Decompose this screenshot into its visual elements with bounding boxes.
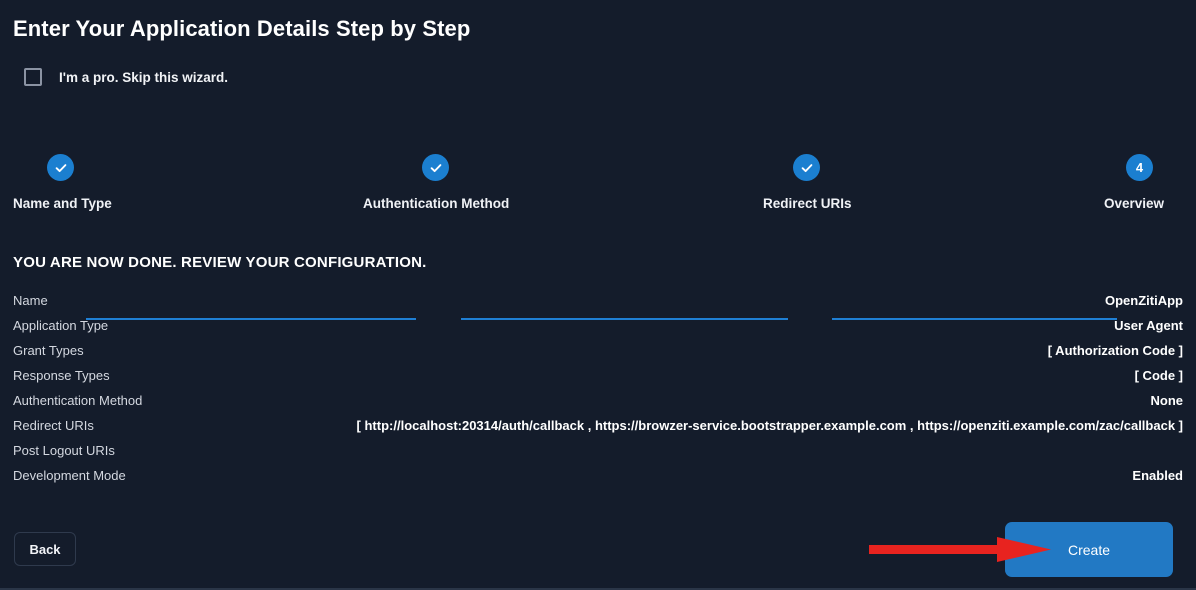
summary-label-redirect-uris: Redirect URIs xyxy=(13,418,94,433)
summary-row-redirect-uris: Redirect URIs [ http://localhost:20314/a… xyxy=(13,413,1183,438)
summary-label-application-type: Application Type xyxy=(13,318,109,333)
step-4-number-badge: 4 xyxy=(1126,154,1153,181)
summary-value-application-type: User Agent xyxy=(1114,318,1183,333)
summary-value-redirect-uris: [ http://localhost:20314/auth/callback ,… xyxy=(356,418,1183,433)
wizard-stepper: Name and Type Authentication Method Redi… xyxy=(0,152,1196,320)
summary-label-authentication-method: Authentication Method xyxy=(13,393,143,408)
review-heading: YOU ARE NOW DONE. REVIEW YOUR CONFIGURAT… xyxy=(13,254,427,271)
step-connector-2 xyxy=(461,318,788,320)
step-2-label: Authentication Method xyxy=(363,196,510,211)
skip-wizard-row[interactable]: I'm a pro. Skip this wizard. xyxy=(24,68,228,86)
page-title: Enter Your Application Details Step by S… xyxy=(13,16,471,41)
summary-label-grant-types: Grant Types xyxy=(13,343,84,358)
step-1-check-icon xyxy=(47,154,74,181)
summary-value-development-mode: Enabled xyxy=(1132,468,1183,483)
summary-value-response-types: [ Code ] xyxy=(1134,368,1183,383)
step-2-check-icon xyxy=(422,154,449,181)
summary-value-grant-types: [ Authorization Code ] xyxy=(1047,343,1183,358)
summary-label-name: Name xyxy=(13,293,48,308)
summary-row-development-mode: Development Mode Enabled xyxy=(13,463,1183,488)
summary-row-application-type: Application Type User Agent xyxy=(13,313,1183,338)
summary-row-name: Name OpenZitiApp xyxy=(13,288,1183,313)
step-connector-3 xyxy=(832,318,1117,320)
summary-value-name: OpenZitiApp xyxy=(1105,293,1183,308)
step-4-number: 4 xyxy=(1135,160,1144,175)
step-1-label: Name and Type xyxy=(13,196,112,211)
summary-value-authentication-method: None xyxy=(1150,393,1184,408)
configuration-summary: Name OpenZitiApp Application Type User A… xyxy=(13,288,1183,488)
summary-label-response-types: Response Types xyxy=(13,368,110,383)
summary-row-grant-types: Grant Types [ Authorization Code ] xyxy=(13,338,1183,363)
summary-row-post-logout-uris: Post Logout URIs xyxy=(13,438,1183,463)
summary-row-response-types: Response Types [ Code ] xyxy=(13,363,1183,388)
summary-row-authentication-method: Authentication Method None xyxy=(13,388,1183,413)
step-3-check-icon xyxy=(793,154,820,181)
create-button[interactable]: Create xyxy=(1005,522,1173,577)
skip-wizard-label: I'm a pro. Skip this wizard. xyxy=(59,69,228,85)
summary-label-development-mode: Development Mode xyxy=(13,468,126,483)
step-3-label: Redirect URIs xyxy=(763,196,852,211)
step-connector-1 xyxy=(86,318,416,320)
step-4-label: Overview xyxy=(1104,196,1165,211)
back-button[interactable]: Back xyxy=(14,532,76,566)
summary-label-post-logout-uris: Post Logout URIs xyxy=(13,443,115,458)
skip-wizard-checkbox[interactable] xyxy=(24,68,42,86)
